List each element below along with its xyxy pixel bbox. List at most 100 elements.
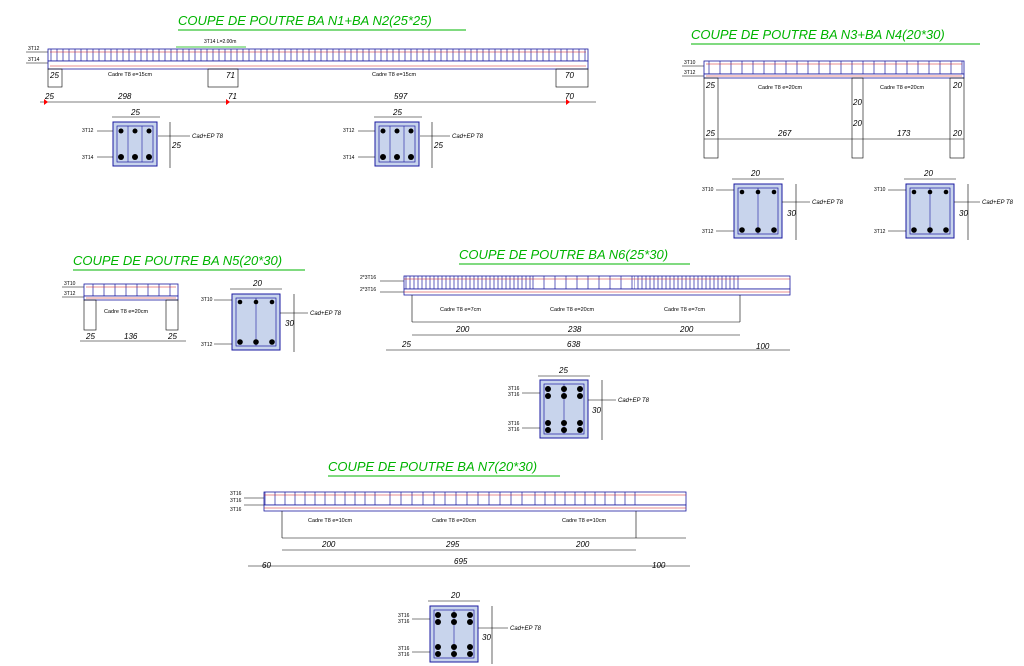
dim-span-2: 173 <box>897 129 911 138</box>
sec-stirrup: Cad+EP T8 <box>310 311 342 317</box>
sec-width: 20 <box>750 169 760 178</box>
sec-width: 20 <box>923 169 933 178</box>
dim-total: 638 <box>567 340 581 349</box>
sec-height: 30 <box>482 633 491 642</box>
label-bar-3: 3T16 <box>230 507 242 513</box>
cadre-span-2: Cadre T8 e=15cm <box>372 72 416 78</box>
cadre-zone-1: Cadre T8 e=10cm <box>308 518 352 524</box>
label-bar-top: 3T10 <box>684 60 696 66</box>
cadre-zone-3: Cadre T8 e=10cm <box>562 518 606 524</box>
label-bar-top: 3T10 <box>64 281 76 287</box>
sec-top-bar: 3T10 <box>874 187 886 193</box>
support-3: 70 <box>565 71 574 80</box>
sec-top-bar-2: 3T16 <box>398 619 410 625</box>
dim-zone-2: 238 <box>567 325 582 334</box>
dim-zone-1: 200 <box>455 325 470 334</box>
dim-zone-3: 200 <box>575 540 590 549</box>
section-n7: 20 3T16 3T16 3T16 3T16 30 Cad+EP T8 <box>398 591 542 664</box>
sec-bottom-bar-1: 3T16 <box>398 646 410 652</box>
beam-n5: COUPE DE POUTRE BA N5(20*30) 3T10 3T12 C… <box>62 253 342 352</box>
dim-zone-3: 200 <box>679 325 694 334</box>
title-n5: COUPE DE POUTRE BA N5(20*30) <box>73 253 282 268</box>
dim-span-2: 597 <box>394 92 408 101</box>
label-bar-top: 2*3T16 <box>360 275 376 281</box>
sec-width: 20 <box>252 279 262 288</box>
sec-stirrup: Cad+EP T8 <box>812 200 844 206</box>
cadre-zone-2: Cadre T8 e=20cm <box>550 307 594 313</box>
sec-bottom-bar-2: 3T16 <box>508 427 520 433</box>
cadre-zone-3: Cadre T8 e=7cm <box>664 307 705 313</box>
label-bar-bottom: 3T12 <box>684 70 696 76</box>
sec-height: 30 <box>285 319 294 328</box>
sec-bottom-bar-2: 3T16 <box>398 652 410 658</box>
dim-zone-2: 295 <box>445 540 460 549</box>
dim-end: 70 <box>565 92 574 101</box>
dim-start: 25 <box>705 129 715 138</box>
dim-start: 25 <box>401 340 411 349</box>
dim-mid: 71 <box>228 92 237 101</box>
cadre-label: Cadre T8 e=20cm <box>104 309 148 315</box>
sec-top-bar: 3T10 <box>201 297 213 303</box>
beam-n1n2: COUPE DE POUTRE BA N1+BA N2(25*25) 3T12 … <box>26 13 596 168</box>
cadre-span-1: Cadre T8 e=15cm <box>108 72 152 78</box>
section-n3n4-b: 20 3T10 3T12 30 Cad+EP T8 <box>874 169 1014 240</box>
dim-over: 100 <box>652 561 666 570</box>
section-n3n4-a: 20 3T10 3T12 30 Cad+EP T8 <box>702 169 844 240</box>
support-2: 71 <box>226 71 235 80</box>
cadre-span-2: Cadre T8 e=20cm <box>880 85 924 91</box>
dim-start: 25 <box>44 92 54 101</box>
sec-bottom-bar: 3T12 <box>702 229 714 235</box>
sec-top-bar: 3T12 <box>82 128 94 134</box>
dim-span-1: 267 <box>777 129 792 138</box>
cadre-zone-1: Cadre T8 e=7cm <box>440 307 481 313</box>
sec-width: 20 <box>450 591 460 600</box>
section-n5: 20 3T10 3T12 30 Cad+EP T8 <box>201 279 342 352</box>
sec-top-bar-2: 3T16 <box>508 392 520 398</box>
beam-n3n4: COUPE DE POUTRE BA N3+BA N4(20*30) 3T10 … <box>682 27 1014 240</box>
support-3: 20 <box>852 119 862 128</box>
dim-over: 100 <box>756 342 770 351</box>
support-4: 20 <box>952 81 962 90</box>
sec-bottom-bar: 3T12 <box>201 342 213 348</box>
sec-stirrup: Cad+EP T8 <box>618 398 650 404</box>
title-n3n4: COUPE DE POUTRE BA N3+BA N4(20*30) <box>691 27 945 42</box>
sec-height: 30 <box>787 209 796 218</box>
dim-end: 20 <box>952 129 962 138</box>
support-2: 20 <box>852 98 862 107</box>
sec-height: 30 <box>592 406 601 415</box>
sec-stirrup: Cad+EP T8 <box>192 134 224 140</box>
label-extra-bar: 3T14 L=2.00m <box>204 39 236 45</box>
sec-top-bar: 3T12 <box>343 128 355 134</box>
title-n7: COUPE DE POUTRE BA N7(20*30) <box>328 459 537 474</box>
section-n6: 25 3T16 3T16 3T16 3T16 30 Cad+EP T8 <box>508 366 650 440</box>
sec-height: 30 <box>959 209 968 218</box>
cadre-zone-2: Cadre T8 e=20cm <box>432 518 476 524</box>
section-n1n2-b: 25 3T12 3T14 25 Cad+EP T8 <box>343 108 484 168</box>
title-n6: COUPE DE POUTRE BA N6(25*30) <box>459 247 668 262</box>
support-1: 25 <box>49 71 59 80</box>
sec-width: 25 <box>130 108 140 117</box>
sec-top-bar-1: 3T16 <box>398 613 410 619</box>
beam-n7: COUPE DE POUTRE BA N7(20*30) 3T16 3T16 3… <box>230 459 690 664</box>
sec-bottom-bar-1: 3T16 <box>508 421 520 427</box>
sec-top-bar: 3T10 <box>702 187 714 193</box>
label-bar-1: 3T16 <box>230 491 242 497</box>
sec-width: 25 <box>392 108 402 117</box>
sec-stirrup: Cad+EP T8 <box>452 134 484 140</box>
support-1: 25 <box>705 81 715 90</box>
dim-span: 136 <box>124 332 138 341</box>
dim-zone-1: 200 <box>321 540 336 549</box>
dim-start: 60 <box>262 561 271 570</box>
sec-bottom-bar: 3T12 <box>874 229 886 235</box>
dim-end: 25 <box>167 332 177 341</box>
sec-height: 25 <box>171 141 181 150</box>
sec-height: 25 <box>433 141 443 150</box>
label-bar-bottom: 2*3T16 <box>360 287 376 293</box>
dim-total: 695 <box>454 557 468 566</box>
label-bar-bottom: 3T14 <box>28 57 40 63</box>
sec-stirrup: Cad+EP T8 <box>510 626 542 632</box>
beam-n6: COUPE DE POUTRE BA N6(25*30) 2*3T16 2*3T… <box>360 247 791 440</box>
sec-stirrup: Cad+EP T8 <box>982 200 1014 206</box>
dim-start: 25 <box>85 332 95 341</box>
